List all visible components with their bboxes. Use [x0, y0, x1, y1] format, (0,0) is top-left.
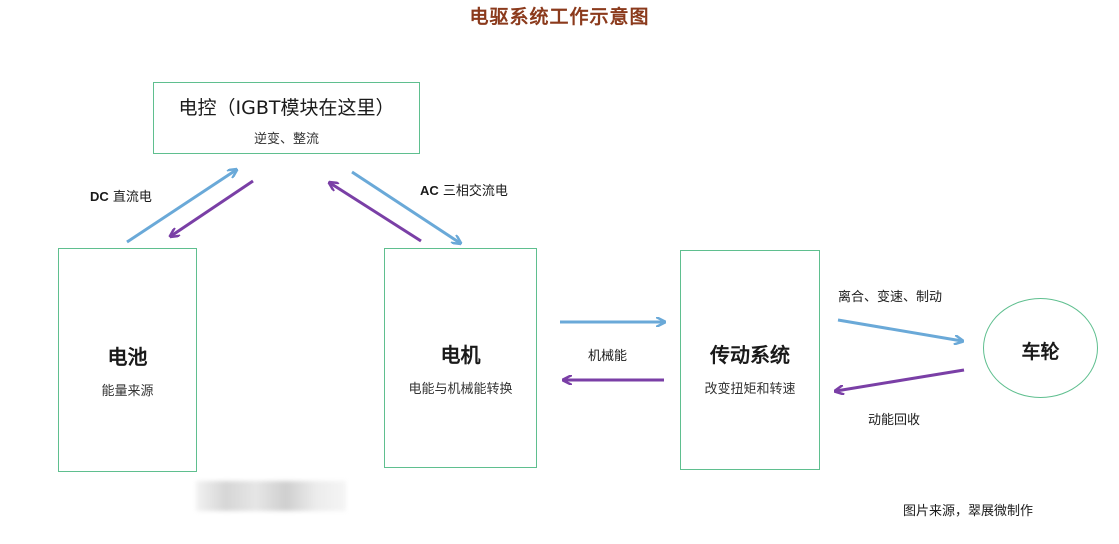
controller-box: 电控（IGBT模块在这里） 逆变、整流	[153, 82, 420, 154]
blurred-watermark	[196, 481, 346, 511]
dc-label-bold: DC	[90, 189, 109, 204]
arrow-wheel-to-transmission	[836, 368, 965, 391]
ac-label: AC 三相交流电	[420, 180, 508, 199]
arrow-battery-to-controller	[126, 170, 236, 244]
ac-label-text: 三相交流电	[438, 184, 508, 199]
dc-label: DC 直流电	[90, 186, 152, 205]
diagram-title: 电驱系统工作示意图	[469, 6, 650, 28]
wheel-title: 车轮	[1021, 341, 1060, 363]
regen-label: 动能回收	[868, 413, 921, 428]
motor-box: 电机 电能与机械能转换	[384, 248, 537, 468]
arrow-motor-to-controller	[330, 183, 422, 243]
transmission-box: 传动系统 改变扭矩和转速	[680, 250, 820, 470]
controller-title: 电控（IGBT模块在这里）	[178, 97, 395, 119]
wheel-node: 车轮	[983, 298, 1098, 398]
dc-label-text: 直流电	[108, 190, 152, 205]
motor-subtitle: 电能与机械能转换	[408, 382, 513, 397]
battery-subtitle: 能量来源	[101, 384, 154, 399]
arrow-controller-to-battery	[171, 179, 254, 236]
mechanical-energy-label: 机械能	[588, 349, 628, 364]
transmission-title: 传动系统	[710, 343, 790, 367]
motor-title: 电机	[440, 343, 481, 367]
ac-label-bold: AC	[420, 183, 439, 198]
transmission-subtitle: 改变扭矩和转速	[704, 382, 796, 397]
arrow-controller-to-motor	[351, 170, 460, 243]
controller-subtitle: 逆变、整流	[253, 132, 319, 147]
arrow-transmission-to-wheel	[837, 318, 962, 341]
battery-box: 电池 能量来源	[58, 248, 197, 472]
battery-title: 电池	[107, 345, 148, 369]
clutch-label: 离合、变速、制动	[838, 290, 943, 305]
image-source-credit: 图片来源，翠展微制作	[903, 504, 1034, 519]
